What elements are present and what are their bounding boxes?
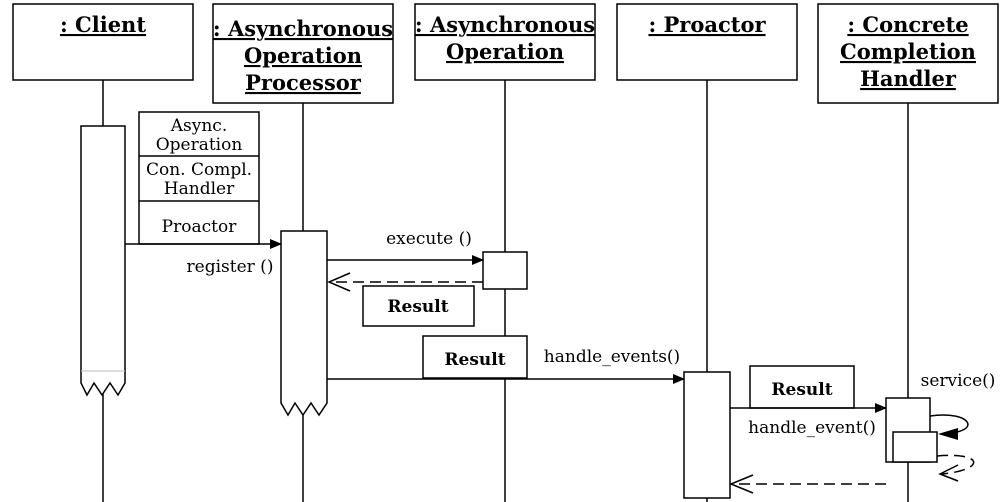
result-dispatch-label: Result — [771, 380, 832, 400]
participant-concrete-completion-handler: : Concrete Completion Handler — [817, 3, 999, 104]
service-message-label: service() — [921, 371, 996, 391]
async-op-activation — [482, 251, 528, 290]
participant-proactor-line-1: : Proactor — [648, 12, 766, 37]
stack-handler-line-1: Con. Compl. — [146, 160, 252, 180]
handler-return-arrowhead — [729, 474, 754, 494]
aop-activation — [280, 230, 328, 417]
execute-message-label: execute () — [386, 229, 472, 249]
participant-aop-line-2: Operation — [244, 43, 362, 68]
result-param-box: Result — [422, 335, 528, 379]
result-param-label: Result — [444, 350, 505, 370]
result-return-label: Result — [387, 297, 448, 317]
participant-async-op-line-2: Operation — [446, 39, 564, 64]
participant-cch-line-3: Handler — [860, 66, 957, 91]
cch-nested-activation — [892, 431, 938, 463]
proactor-activation — [683, 371, 731, 499]
participant-client-line-1: : Client — [60, 12, 146, 37]
service-self-return-arrowhead — [938, 464, 959, 482]
register-message-label: register () — [187, 257, 274, 277]
service-self-call-arrowhead — [938, 428, 958, 440]
stack-async-op-line-1: Async. — [170, 116, 227, 136]
result-return-box: Result — [362, 285, 475, 327]
result-dispatch-box: Result — [749, 365, 855, 409]
participant-async-operation: : Asynchronous Operation — [414, 3, 596, 81]
participant-async-operation-processor: : Asynchronous Operation Processor — [212, 3, 394, 104]
participant-aop-line-3: Processor — [245, 70, 362, 95]
stack-handler-line-2: Handler — [164, 179, 235, 199]
participant-proactor: : Proactor — [616, 3, 798, 81]
register-parameter-stack: Async. Operation Con. Compl. Handler Pro… — [138, 111, 260, 245]
result-return-arrowhead — [327, 272, 351, 292]
participant-client: : Client — [12, 3, 194, 81]
participant-async-op-line-1: : Asynchronous — [415, 12, 595, 37]
participant-cch-line-2: Completion — [840, 39, 976, 64]
participant-aop-line-1: : Asynchronous — [213, 16, 393, 41]
stack-async-op-line-2: Operation — [156, 135, 243, 155]
handle-event-message-label: handle_event() — [748, 418, 876, 438]
service-self-return-arrow — [936, 454, 975, 475]
stack-proactor-label: Proactor — [162, 217, 238, 237]
client-activation — [80, 125, 126, 397]
handle-events-message-label: handle_events() — [544, 347, 680, 367]
participant-cch-line-1: : Concrete — [847, 12, 968, 37]
